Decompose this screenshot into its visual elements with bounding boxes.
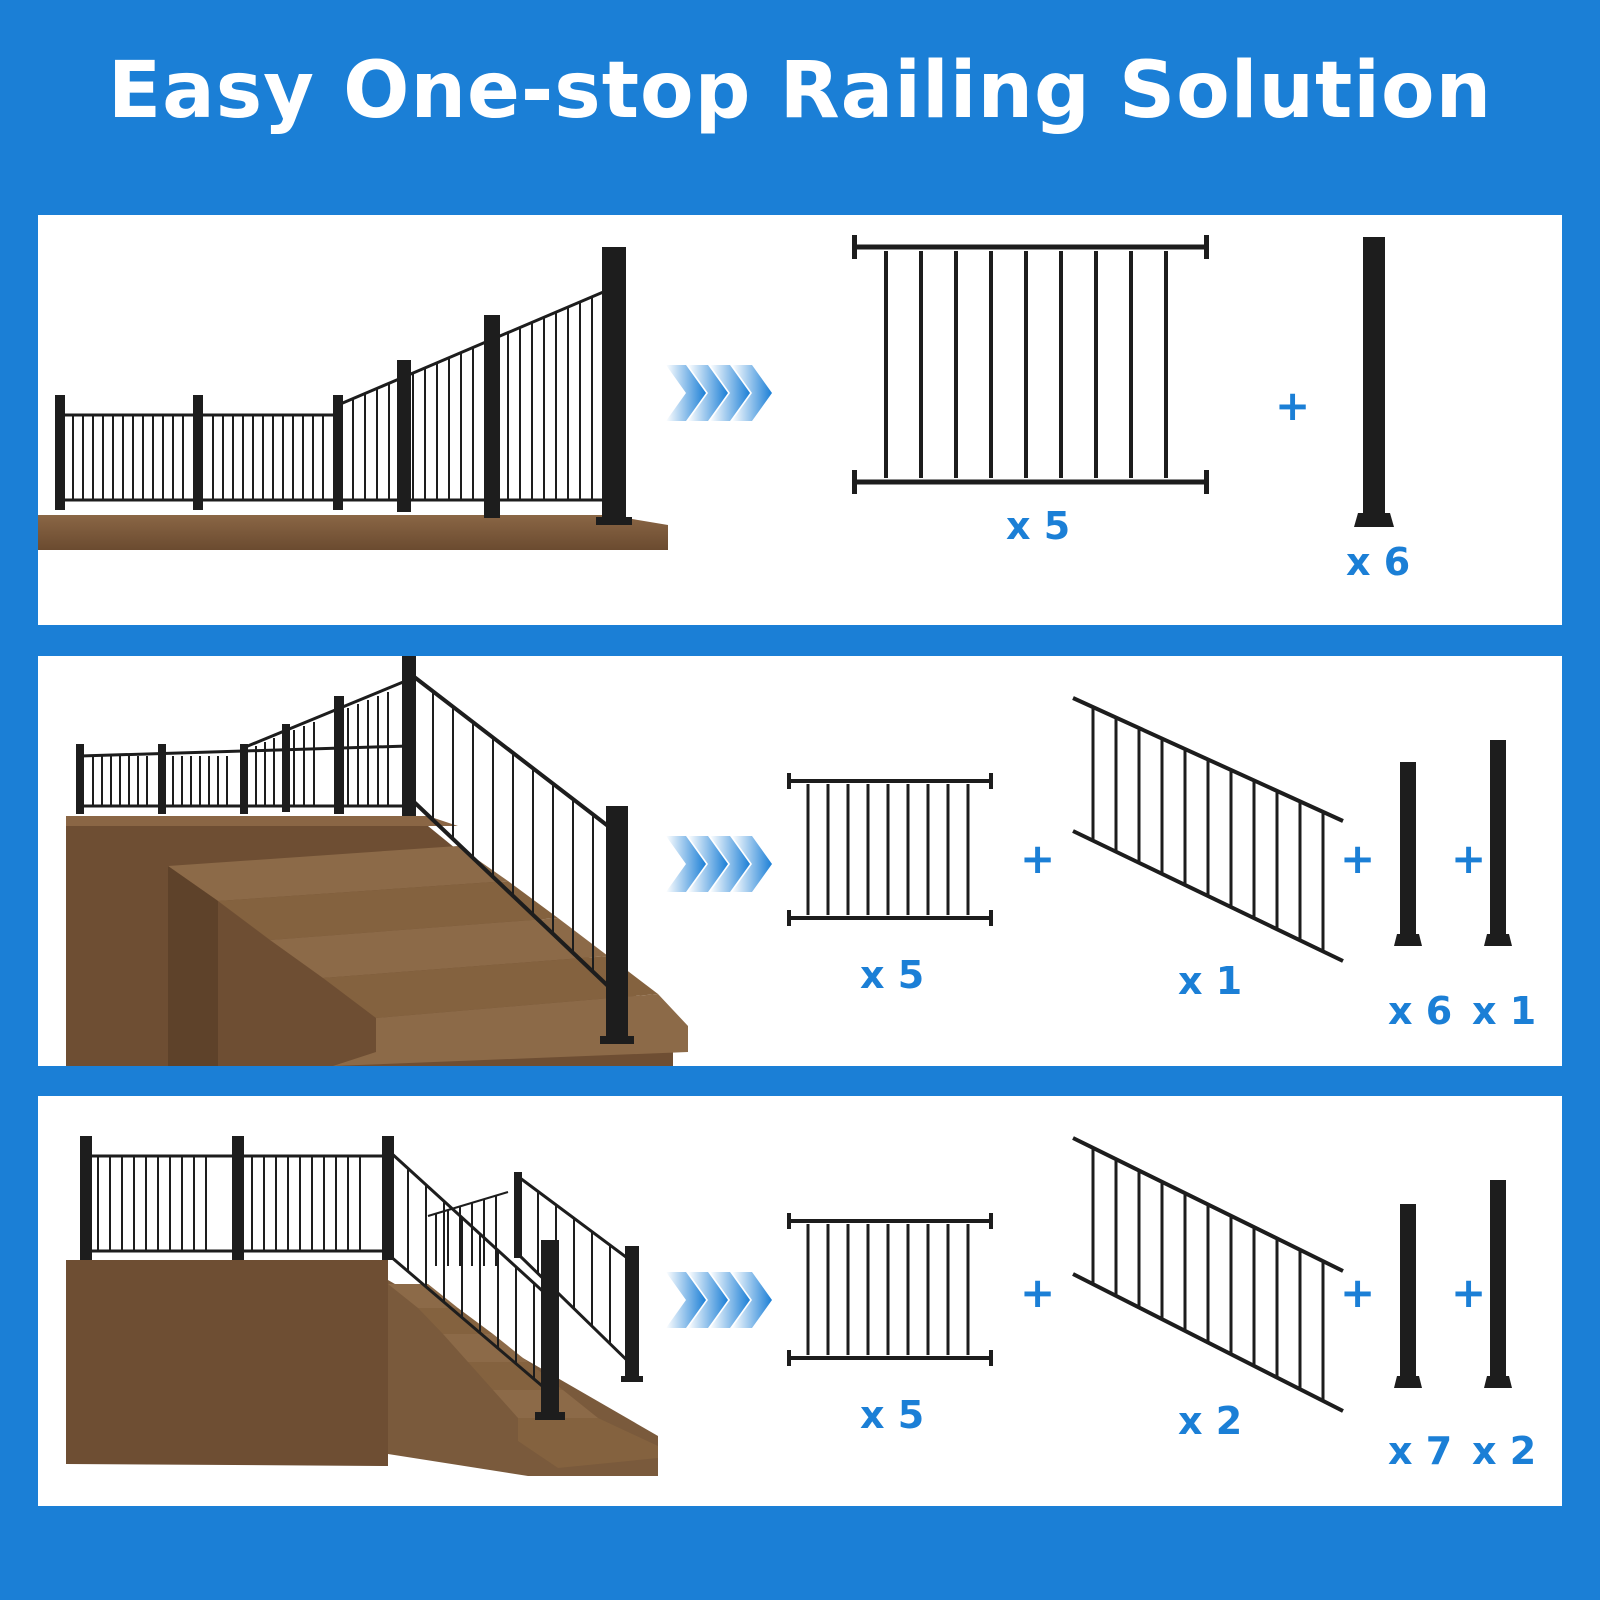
qty-tall-post: x 2 [1472, 1429, 1537, 1473]
stair-railing-panel [1072, 1136, 1344, 1413]
plus-icon: + [1020, 834, 1056, 883]
qty-straight-panel: x 5 [860, 1393, 925, 1437]
plus-icon: + [1340, 834, 1376, 883]
qty-short-post: x 7 [1388, 1429, 1453, 1473]
railing-post [1354, 237, 1394, 527]
straight-railing-panel [787, 1213, 993, 1366]
plus-icon: + [1451, 834, 1487, 883]
qty-post: x 6 [1346, 540, 1411, 584]
qty-tall-post: x 1 [1472, 989, 1537, 1033]
panel-flat-deck: + x 5 x 6 [38, 215, 1562, 625]
qty-straight-panel: x 5 [1006, 504, 1071, 548]
plus-icon: + [1020, 1268, 1056, 1317]
railing-post-tall [1484, 1180, 1512, 1388]
straight-railing-panel [852, 235, 1209, 494]
stair-railing-panel [1072, 696, 1344, 963]
panel-deck-with-two-stairs: + + + x 5 x 2 x 7 x 2 [38, 1096, 1562, 1506]
arrow-chevrons-icon [666, 836, 772, 892]
plus-icon: + [1451, 1268, 1487, 1317]
arrow-chevrons-icon [666, 1272, 772, 1328]
panel-deck-with-one-stair: + + + x 5 x 1 x 6 x 1 [38, 656, 1562, 1066]
railing-post-short [1394, 762, 1422, 946]
flat-deck-illustration [38, 247, 668, 550]
qty-stair-panel: x 2 [1178, 1399, 1243, 1443]
arrow-chevrons-icon [666, 365, 772, 421]
plus-icon: + [1340, 1268, 1376, 1317]
railing-post-tall [1484, 740, 1512, 946]
deck-two-stairs-illustration [66, 1136, 658, 1476]
qty-short-post: x 6 [1388, 989, 1453, 1033]
qty-stair-panel: x 1 [1178, 959, 1243, 1003]
plus-icon: + [1275, 381, 1311, 430]
railing-post-short [1394, 1204, 1422, 1388]
deck-stair-illustration [66, 656, 688, 1066]
straight-railing-panel [787, 773, 993, 926]
page-title: Easy One-stop Railing Solution [107, 46, 1493, 136]
qty-straight-panel: x 5 [860, 953, 925, 997]
